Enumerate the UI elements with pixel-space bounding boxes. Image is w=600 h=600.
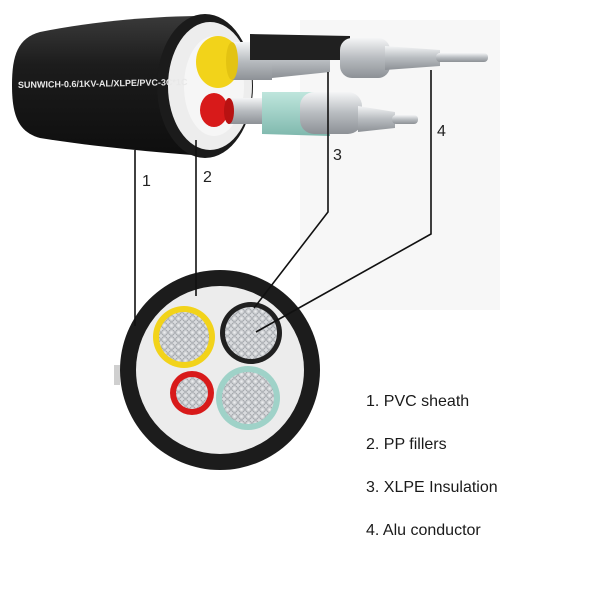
- core-black-strand-tip: [436, 53, 488, 62]
- legend: 1. PVC sheath 2. PP fillers 3. XLPE Insu…: [366, 392, 586, 564]
- leader-line-4: [255, 70, 432, 333]
- callout-3: 3: [333, 147, 342, 164]
- core-black-insulation: [250, 34, 350, 60]
- legend-item-alu-conductor: 4. Alu conductor: [366, 522, 481, 539]
- legend-item-xlpe-insulation: 3. XLPE Insulation: [366, 479, 498, 496]
- cross-section-filler: [136, 286, 304, 454]
- leader-line-3: [253, 72, 329, 309]
- cable-print-text: SUNWICH-0.6/1KV-AL/XLPE/PVC-3C*1C: [18, 77, 188, 90]
- core-black-conductor: [340, 38, 390, 78]
- callout-4: 4: [437, 123, 446, 140]
- core-teal-conductor: [300, 92, 362, 134]
- sheath-body: [12, 16, 205, 156]
- callout-2: 2: [203, 169, 212, 186]
- cable-cross-section: [114, 270, 320, 470]
- legend-item-pp-fillers: 2. PP fillers: [366, 436, 447, 453]
- leader-lines: [134, 70, 432, 333]
- legend-item-pvc-sheath: 1. PVC sheath: [366, 393, 470, 410]
- core-red-insulation: [200, 93, 228, 127]
- callout-1: 1: [142, 173, 151, 190]
- cable-side-view: SUNWICH-0.6/1KV-AL/XLPE/PVC-3C*1C: [12, 14, 500, 310]
- core-red-conductor: [228, 98, 268, 124]
